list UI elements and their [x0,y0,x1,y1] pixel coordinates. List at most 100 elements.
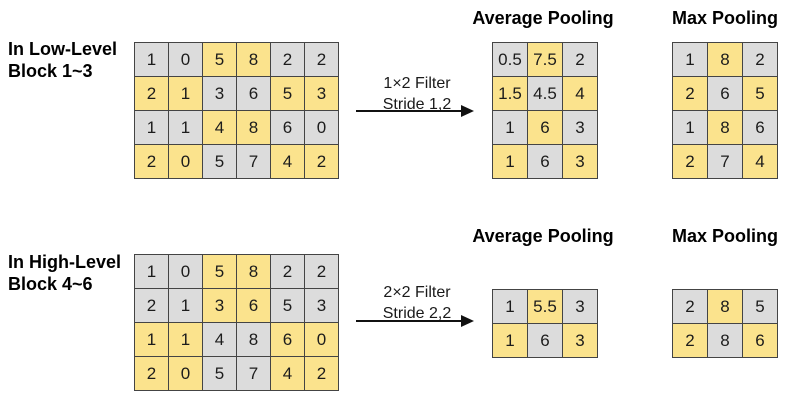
matrix-cell: 1 [135,323,169,357]
matrix-cell: 1 [135,43,169,77]
matrix-cell: 4 [203,111,237,145]
matrix-cell: 2 [305,43,339,77]
matrix-cell: 4 [271,357,305,391]
section-label-line1: In High-Level [8,252,122,272]
matrix-cell: 6 [528,111,563,145]
matrix-cell: 5 [743,77,778,111]
matrix-cell: 1 [135,255,169,289]
matrix-cell: 8 [237,111,271,145]
matrix-cell: 0 [169,357,203,391]
matrix-cell: 1.5 [493,77,528,111]
matrix-cell: 4.5 [528,77,563,111]
matrix-cell: 1 [493,290,528,324]
matrix-cell: 8 [708,111,743,145]
matrix-cell: 7.5 [528,43,563,77]
filter-size-label: 1×2 Filter [383,75,451,92]
matrix-cell: 7 [708,145,743,179]
matrix-cell: 2 [135,145,169,179]
matrix-cell: 1 [493,324,528,358]
matrix-cell: 5 [271,77,305,111]
matrix-cell: 6 [237,77,271,111]
matrix-cell: 1 [493,111,528,145]
matrix-cell: 0 [169,255,203,289]
matrix-cell: 5 [203,145,237,179]
matrix-cell: 0.5 [493,43,528,77]
matrix-cell: 6 [708,77,743,111]
matrix-cell: 2 [135,289,169,323]
matrix-cell: 5 [203,255,237,289]
matrix-cell: 1 [169,77,203,111]
matrix-cell: 5 [203,357,237,391]
matrix-cell: 6 [237,289,271,323]
matrix-cell: 3 [305,289,339,323]
matrix-cell: 1 [169,111,203,145]
matrix-cell: 2 [135,77,169,111]
matrix-cell: 1 [493,145,528,179]
section-label-line2: Block 1~3 [8,61,93,81]
average-pooling-title: Average Pooling [472,8,614,28]
matrix-cell: 2 [673,77,708,111]
filter-annotation-low-level: 1×2 Filter Stride 1,2 [357,73,477,115]
matrix-cell: 8 [708,43,743,77]
matrix-cell: 1 [169,323,203,357]
matrix-cell: 5 [203,43,237,77]
matrix-cell: 0 [169,43,203,77]
matrix-cell: 2 [271,255,305,289]
matrix-cell: 6 [528,324,563,358]
matrix-cell: 6 [743,324,778,358]
matrix-cell: 3 [563,290,598,324]
section-label-line2: Block 4~6 [8,274,93,294]
matrix-cell: 5.5 [528,290,563,324]
matrix-cell: 2 [673,145,708,179]
matrix-cell: 5 [271,289,305,323]
matrix-cell: 1 [135,111,169,145]
matrix-cell: 2 [743,43,778,77]
matrix-cell: 0 [169,145,203,179]
matrix-cell: 5 [743,290,778,324]
matrix-cell: 1 [673,43,708,77]
matrix-cell: 3 [203,77,237,111]
matrix-cell: 3 [563,145,598,179]
matrix-cell: 8 [708,290,743,324]
matrix-cell: 7 [237,145,271,179]
section-label-line1: In Low-Level [8,39,118,59]
average-pooling-title: Average Pooling [472,226,614,246]
matrix-cell: 1 [169,289,203,323]
matrix-cell: 0 [305,323,339,357]
matrix-cell: 2 [673,290,708,324]
matrix-cell: 8 [237,323,271,357]
matrix-cell: 4 [271,145,305,179]
matrix-cell: 2 [135,357,169,391]
matrix-cell: 2 [305,145,339,179]
arrow-right-icon [356,315,474,328]
matrix-cell: 6 [743,111,778,145]
matrix-cell: 2 [305,255,339,289]
max-pooling-title: Max Pooling [671,8,778,28]
matrix-cell: 8 [237,255,271,289]
section-label-low-level: In Low-Level Block 1~3 [8,38,117,82]
matrix-cell: 6 [271,323,305,357]
section-label-high-level: In High-Level Block 4~6 [8,251,121,295]
matrix-cell: 3 [563,324,598,358]
matrix-cell: 2 [563,43,598,77]
matrix-cell: 4 [203,323,237,357]
matrix-cell: 3 [305,77,339,111]
filter-stride-label: Stride 2,2 [382,305,452,322]
matrix-cell: 2 [305,357,339,391]
filter-stride-label: Stride 1,2 [382,96,452,113]
matrix-cell: 3 [563,111,598,145]
matrix-cell: 6 [528,145,563,179]
matrix-cell: 8 [237,43,271,77]
matrix-cell: 2 [673,324,708,358]
matrix-cell: 7 [237,357,271,391]
matrix-cell: 6 [271,111,305,145]
matrix-cell: 3 [203,289,237,323]
filter-size-label: 2×2 Filter [383,284,451,301]
arrow-right-icon [356,105,474,118]
